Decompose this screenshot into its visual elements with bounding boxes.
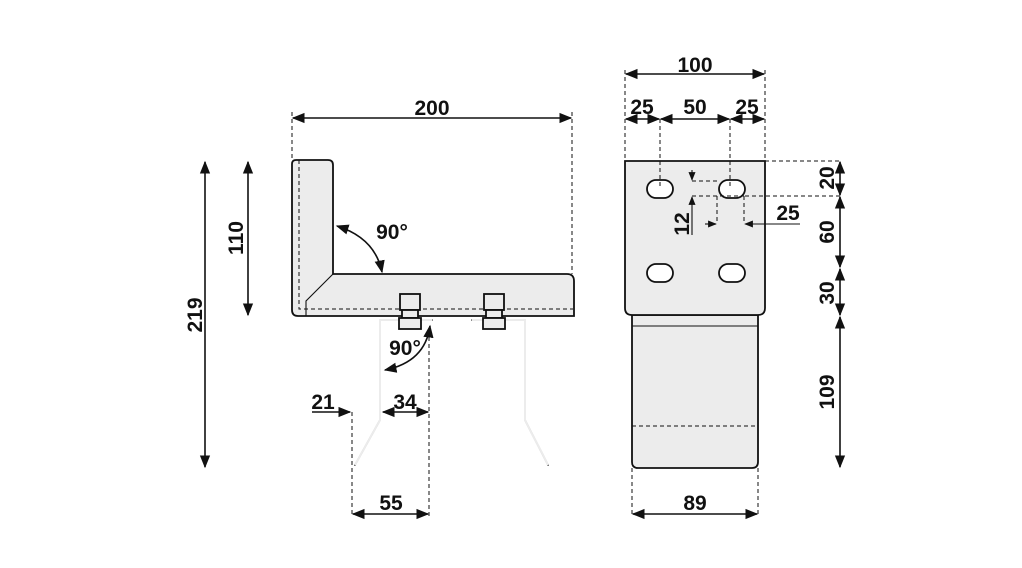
- angle-upper: 90°: [376, 221, 408, 244]
- bolt-left: [398, 293, 422, 330]
- dim-34: 34: [393, 391, 417, 414]
- bolt-right: [482, 293, 506, 330]
- front-view: 100 25 50 25 12 25 20 60 30 109 89: [624, 54, 846, 520]
- dim-25-slot: 25: [776, 202, 800, 225]
- dim-50: 50: [683, 96, 706, 119]
- slot-hole: [718, 179, 746, 199]
- dim-89: 89: [683, 492, 706, 515]
- lower-plate: [631, 314, 759, 469]
- l-bracket: [291, 159, 575, 317]
- slot-hole: [646, 179, 674, 199]
- dim-21: 21: [311, 391, 335, 414]
- dim-109: 109: [816, 374, 839, 409]
- dim-110: 110: [225, 221, 248, 255]
- slot-hole: [718, 263, 746, 283]
- dim-219: 219: [184, 297, 207, 332]
- slot-hole: [646, 263, 674, 283]
- dim-100: 100: [677, 54, 712, 77]
- side-view: 200 219 110 90° 90° 21 34 55: [184, 97, 575, 520]
- angle-lower: 90°: [389, 337, 421, 360]
- bracket-bend-line: [305, 273, 334, 316]
- dim-20: 20: [816, 166, 839, 189]
- dim-55: 55: [379, 492, 403, 515]
- dim-30: 30: [816, 281, 839, 304]
- dim-60: 60: [816, 220, 839, 243]
- dim-200: 200: [414, 97, 449, 120]
- rail-inner: [354, 319, 549, 466]
- bracket-hidden-line: [298, 160, 573, 310]
- dim-25-left: 25: [630, 96, 654, 119]
- dim-12: 12: [671, 212, 694, 235]
- dim-25-right: 25: [735, 96, 759, 119]
